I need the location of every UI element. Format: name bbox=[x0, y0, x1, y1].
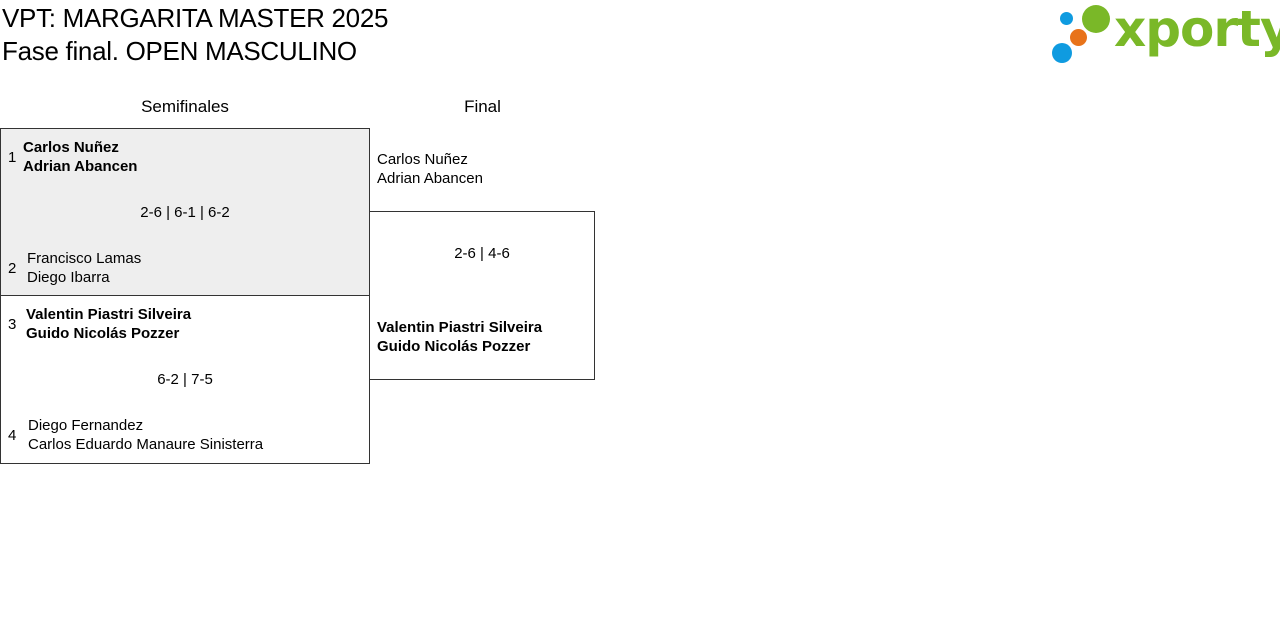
team-winner: Valentin Piastri Silveira Guido Nicolás … bbox=[26, 305, 191, 343]
logo-dot-blue-small bbox=[1060, 12, 1073, 25]
player-name: Carlos Nuñez bbox=[377, 151, 468, 168]
team-loser: Francisco Lamas Diego Ibarra bbox=[27, 249, 141, 287]
logo-text: xporty bbox=[1114, 0, 1280, 58]
semifinal-match-2: 3 Valentin Piastri Silveira Guido Nicolá… bbox=[0, 295, 370, 464]
round-label-final: Final bbox=[464, 97, 501, 116]
final-team-winner: Valentin Piastri Silveira Guido Nicolás … bbox=[377, 318, 542, 356]
player-name: Francisco Lamas bbox=[27, 250, 142, 267]
team-seed: 2 bbox=[8, 260, 17, 277]
page-subtitle: Fase final. OPEN MASCULINO bbox=[2, 36, 357, 66]
final-match: 2-6 | 4-6 Valentin Piastri Silveira Guid… bbox=[369, 211, 595, 380]
logo-dot-orange bbox=[1070, 29, 1087, 46]
player-name: Carlos Nuñez bbox=[23, 139, 119, 156]
player-name: Valentin Piastri Silveira bbox=[377, 319, 543, 336]
team-seed: 1 bbox=[8, 149, 17, 166]
player-name: Valentin Piastri Silveira bbox=[26, 306, 192, 323]
team-seed: 4 bbox=[8, 427, 17, 444]
page-title: VPT: MARGARITA MASTER 2025 bbox=[2, 3, 389, 33]
match-score: 2-6 | 6-1 | 6-2 bbox=[140, 204, 230, 221]
player-name: Guido Nicolás Pozzer bbox=[26, 325, 180, 342]
round-label-semifinales: Semifinales bbox=[141, 97, 229, 116]
match-score: 2-6 | 4-6 bbox=[454, 245, 510, 262]
logo-dot-blue-large bbox=[1052, 43, 1072, 63]
team-seed: 3 bbox=[8, 316, 17, 333]
player-name: Adrian Abancen bbox=[377, 170, 483, 187]
xporty-logo[interactable]: xporty bbox=[1052, 0, 1280, 66]
match-score: 6-2 | 7-5 bbox=[157, 371, 213, 388]
player-name: Adrian Abancen bbox=[23, 158, 138, 175]
player-name: Diego Ibarra bbox=[27, 269, 110, 286]
final-team-top: Carlos Nuñez Adrian Abancen bbox=[377, 150, 483, 188]
team-winner: Carlos Nuñez Adrian Abancen bbox=[23, 138, 137, 176]
logo-dot-green bbox=[1082, 5, 1110, 33]
semifinal-match-1: 1 Carlos Nuñez Adrian Abancen 2-6 | 6-1 … bbox=[0, 128, 370, 296]
player-name: Carlos Eduardo Manaure Sinisterra bbox=[28, 436, 264, 453]
team-loser: Diego Fernandez Carlos Eduardo Manaure S… bbox=[28, 416, 263, 454]
player-name: Guido Nicolás Pozzer bbox=[377, 338, 531, 355]
player-name: Diego Fernandez bbox=[28, 417, 144, 434]
